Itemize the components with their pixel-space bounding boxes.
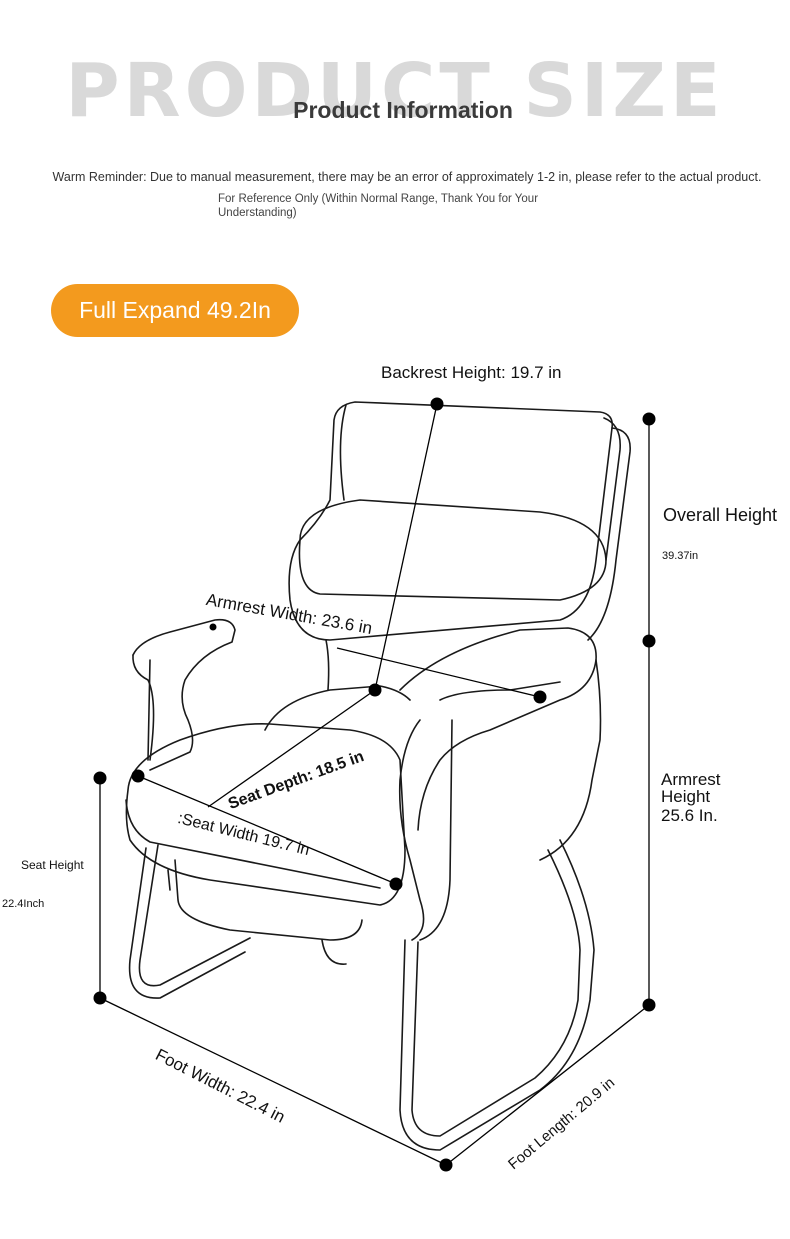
dot-overall-mid	[642, 634, 656, 648]
dot-foot-left	[93, 991, 107, 1005]
armrest-height-line2: Height	[661, 787, 711, 806]
dot-seat-height-top	[93, 771, 107, 785]
armrest-width-line	[336, 647, 541, 698]
seat-height-label: Seat Height	[21, 858, 84, 872]
dot-foot-front	[439, 1158, 453, 1172]
seat-height-value: 22.4Inch	[2, 898, 45, 910]
dot-seat-back	[368, 683, 382, 697]
foot-length-line	[445, 1004, 650, 1166]
dot-seat-right	[389, 877, 403, 891]
page-subtitle: Product Information	[293, 97, 513, 123]
full-expand-badge: Full Expand 49.2In	[51, 284, 299, 337]
dot-overall-bottom	[642, 998, 656, 1012]
armrest-height-line1: Armrest	[661, 770, 721, 789]
backrest-height-label: Backrest Height: 19.7 in	[381, 363, 562, 382]
foot-width-line	[99, 997, 447, 1166]
dot-backrest-top	[430, 397, 444, 411]
chair-outline	[125, 401, 631, 1151]
measurement-lines	[99, 403, 650, 1166]
seat-width-line	[137, 775, 397, 885]
dot-armrest-right	[533, 690, 547, 704]
dot-armrest-left	[209, 623, 217, 631]
warm-reminder: Warm Reminder: Due to manual measurement…	[52, 170, 762, 184]
reference-note: For Reference Only (Within Normal Range,…	[218, 193, 539, 219]
overall-height-value: 39.37in	[662, 550, 699, 562]
overall-height-label: Overall Height	[663, 505, 778, 525]
dot-seat-left	[131, 769, 145, 783]
background-title: PRODUCT SIZE	[65, 48, 725, 134]
measurement-dots	[93, 397, 656, 1172]
backrest-height-line	[374, 403, 438, 691]
seat-depth-line	[207, 689, 376, 808]
dot-overall-top	[642, 412, 656, 426]
armrest-height-value: 25.6 In.	[661, 806, 718, 825]
